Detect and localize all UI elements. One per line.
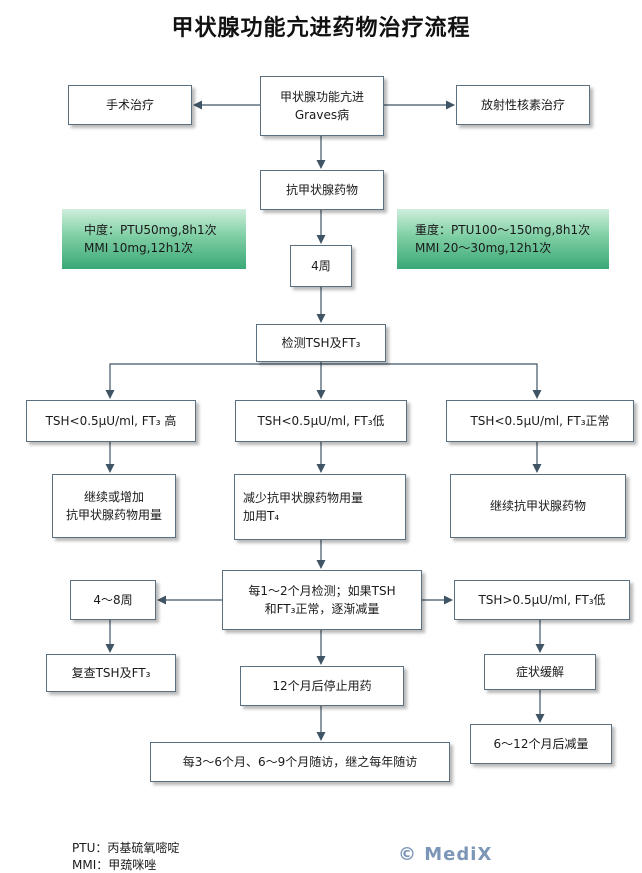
tsh-over-box: TSH>0.5μU/ml, FT₃低 [454, 580, 630, 620]
reduce-6-12-box: 6～12个月后减量 [470, 724, 612, 764]
arrow-to-tsh-normal [321, 363, 542, 399]
legend-ptu: PTU：丙基硫氧嘧啶 [72, 841, 180, 855]
tsh-high-box: TSH<0.5μU/ml, FT₃ 高 [26, 400, 196, 442]
legend-mmi: MMI：甲巯咪唑 [72, 858, 157, 872]
test-tsh-ft3-box: 检测TSH及FT₃ [256, 324, 386, 362]
tsh-low-box: TSH<0.5μU/ml, FT₃低 [235, 400, 407, 442]
four-eight-weeks-box: 4～8周 [70, 580, 156, 620]
followup-box: 每3～6个月、6～9个月随访，继之每年随访 [150, 742, 450, 782]
recheck-box: 复查TSH及FT₃ [46, 654, 176, 692]
continue-increase-box: 继续或增加 抗甲状腺药物用量 [52, 474, 176, 538]
watermark-logo: © MediX [398, 844, 493, 865]
symptom-relief-box: 症状缓解 [484, 654, 596, 690]
stop-medication-box: 12个月后停止用药 [240, 666, 404, 706]
arrow-to-tsh-high [105, 363, 321, 399]
monthly-test-box: 每1～2个月检测；如果TSH 和FT₃正常，逐渐减量 [222, 570, 422, 630]
tsh-normal-box: TSH<0.5μU/ml, FT₃正常 [446, 400, 634, 442]
hyperthyroidism-box: 甲状腺功能亢进 Graves病 [260, 76, 384, 136]
four-weeks-box: 4周 [290, 245, 352, 287]
severe-dose-box: 重度：PTU100～150mg,8h1次 MMI 20～30mg,12h1次 [397, 209, 609, 269]
radioactive-box: 放射性核素治疗 [456, 85, 590, 125]
page-title: 甲状腺功能亢进药物治疗流程 [171, 16, 471, 41]
surgery-box: 手术治疗 [68, 85, 192, 125]
reduce-add-t4-box: 减少抗甲状腺药物用量 加用T₄ [234, 474, 406, 540]
antithyroid-box: 抗甲状腺药物 [260, 170, 384, 210]
moderate-dose-box: 中度：PTU50mg,8h1次 MMI 10mg,12h1次 [62, 209, 246, 269]
continue-antithyroid-box: 继续抗甲状腺药物 [450, 474, 626, 538]
